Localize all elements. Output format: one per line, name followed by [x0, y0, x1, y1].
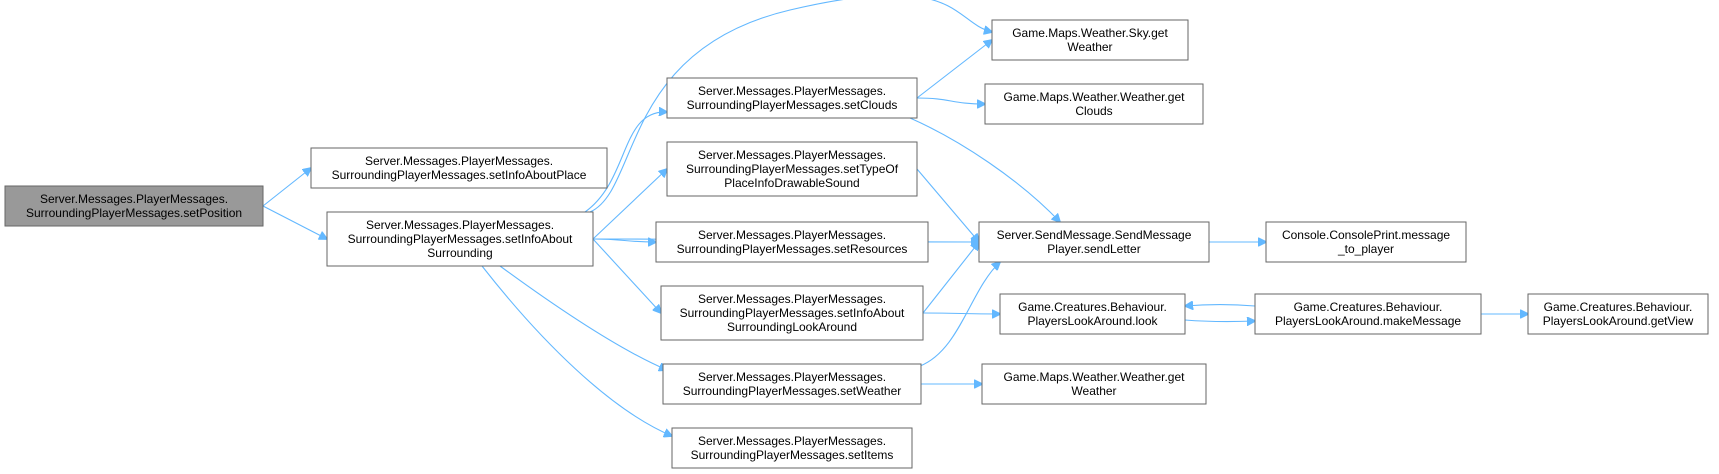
edge-setInfoAboutSurrounding-to-setItems	[481, 265, 672, 436]
node-setResources[interactable]: Server.Messages.PlayerMessages.Surroundi…	[655, 221, 929, 263]
node-label-line: PlayersLookAround.getView	[1543, 314, 1694, 328]
edge-setInfoAboutSurrounding-to-skyGetWeather	[589, 0, 992, 213]
node-label-line: PlayersLookAround.look	[1027, 314, 1158, 328]
node-label-line: Server.Messages.PlayerMessages.	[698, 84, 886, 98]
edge-setClouds-to-skyGetWeather	[916, 40, 992, 99]
node-label-line: Server.Messages.PlayerMessages.	[365, 154, 553, 168]
edges-layer	[262, 0, 1528, 436]
node-label-line: SurroundingPlayerMessages.setResources	[677, 242, 908, 256]
node-label-line: SurroundingPlayerMessages.setPosition	[26, 206, 242, 220]
edge-makeMessage-to-look	[1185, 305, 1256, 307]
edge-setLookAround-to-look	[922, 313, 1000, 314]
node-box	[999, 293, 1186, 335]
edge-setInfoAboutSurrounding-to-setWeather	[499, 265, 667, 370]
node-label-line: Server.Messages.PlayerMessages.	[698, 148, 886, 162]
node-label-line: SurroundingPlayerMessages.setInfoAbout	[348, 232, 573, 246]
node-label-line: SurroundingPlayerMessages.setInfoAbout	[680, 306, 905, 320]
node-box	[655, 221, 929, 263]
edge-setLookAround-to-sendLetter	[922, 242, 979, 314]
node-setItems[interactable]: Server.Messages.PlayerMessages.Surroundi…	[671, 427, 913, 469]
node-label-line: Clouds	[1075, 104, 1112, 118]
node-label-line: PlayersLookAround.makeMessage	[1275, 314, 1461, 328]
node-box	[991, 19, 1189, 61]
node-label-line: Game.Maps.Weather.Weather.get	[1004, 90, 1186, 104]
node-label-line: Game.Maps.Weather.Weather.get	[1004, 370, 1186, 384]
node-setTypeOfPlace[interactable]: Server.Messages.PlayerMessages.Surroundi…	[666, 141, 918, 197]
node-label-line: Server.Messages.PlayerMessages.	[698, 228, 886, 242]
node-getView[interactable]: Game.Creatures.Behaviour.PlayersLookArou…	[1527, 293, 1709, 335]
node-makeMessage[interactable]: Game.Creatures.Behaviour.PlayersLookArou…	[1254, 293, 1482, 335]
node-box	[666, 141, 918, 197]
node-label-line: Server.Messages.PlayerMessages.	[40, 192, 228, 206]
node-label-line: Server.SendMessage.SendMessage	[997, 228, 1192, 242]
edge-setClouds-to-weatherGetClouds	[916, 97, 985, 104]
edge-setInfoAboutSurrounding-to-setClouds	[584, 112, 667, 213]
node-label-line: Weather	[1067, 40, 1112, 54]
node-label-line: Player.sendLetter	[1047, 242, 1140, 256]
node-label-line: Game.Maps.Weather.Sky.get	[1012, 26, 1168, 40]
node-label-line: SurroundingPlayerMessages.setItems	[691, 448, 894, 462]
node-label-line: PlaceInfoDrawableSound	[724, 176, 859, 190]
node-messageToPlayer[interactable]: Console.ConsolePrint.message_to_player	[1265, 221, 1467, 263]
node-box	[984, 83, 1204, 125]
node-look[interactable]: Game.Creatures.Behaviour.PlayersLookArou…	[999, 293, 1186, 335]
node-label-line: Server.Messages.PlayerMessages.	[366, 218, 554, 232]
node-label-line: Console.ConsolePrint.message	[1282, 228, 1450, 242]
node-label-line: Game.Creatures.Behaviour.	[1294, 300, 1443, 314]
edge-setClouds-to-sendLetter	[909, 117, 1060, 222]
edge-setInfoAboutSurrounding-to-setTypeOfPlace	[592, 169, 667, 240]
node-box	[666, 77, 918, 119]
edge-setWeather-to-sendLetter	[919, 262, 1000, 367]
node-setInfoAboutPlace[interactable]: Server.Messages.PlayerMessages.Surroundi…	[310, 147, 608, 189]
node-label-line: Game.Creatures.Behaviour.	[1544, 300, 1693, 314]
node-sendLetter[interactable]: Server.SendMessage.SendMessagePlayer.sen…	[978, 221, 1210, 263]
node-setClouds[interactable]: Server.Messages.PlayerMessages.Surroundi…	[666, 77, 918, 119]
node-box	[1527, 293, 1709, 335]
node-label-line: SurroundingPlayerMessages.setWeather	[683, 384, 902, 398]
node-setLookAround[interactable]: Server.Messages.PlayerMessages.Surroundi…	[660, 285, 924, 341]
edge-setInfoAboutSurrounding-to-setLookAround	[592, 238, 661, 313]
node-box	[326, 211, 594, 267]
node-box	[1254, 293, 1482, 335]
node-label-line: Game.Creatures.Behaviour.	[1018, 300, 1167, 314]
edge-setTypeOfPlace-to-sendLetter	[916, 168, 979, 242]
edge-setPosition-to-setInfoAboutSurrounding	[262, 205, 327, 239]
node-label-line: Surrounding	[427, 246, 492, 260]
edge-setPosition-to-setInfoAboutPlace	[262, 168, 311, 207]
node-label-line: Server.Messages.PlayerMessages.	[698, 292, 886, 306]
node-setWeather[interactable]: Server.Messages.PlayerMessages.Surroundi…	[662, 363, 922, 405]
node-label-line: SurroundingPlayerMessages.setClouds	[687, 98, 898, 112]
edge-look-to-makeMessage	[1184, 320, 1255, 322]
node-label-line: Weather	[1071, 384, 1116, 398]
nodes-layer: Server.Messages.PlayerMessages.Surroundi…	[4, 19, 1709, 469]
node-label-line: Server.Messages.PlayerMessages.	[698, 434, 886, 448]
node-label-line: SurroundingPlayerMessages.setTypeOf	[686, 162, 899, 176]
node-box	[310, 147, 608, 189]
node-setInfoAboutSurrounding[interactable]: Server.Messages.PlayerMessages.Surroundi…	[326, 211, 594, 267]
node-box	[978, 221, 1210, 263]
node-box	[671, 427, 913, 469]
node-box	[660, 285, 924, 341]
node-box	[662, 363, 922, 405]
node-label-line: SurroundingLookAround	[727, 320, 857, 334]
node-setPosition[interactable]: Server.Messages.PlayerMessages.Surroundi…	[4, 185, 264, 227]
node-box	[1265, 221, 1467, 263]
node-box	[4, 185, 264, 227]
node-label-line: _to_player	[1337, 242, 1394, 256]
node-box	[981, 363, 1207, 405]
node-label-line: Server.Messages.PlayerMessages.	[698, 370, 886, 384]
node-label-line: SurroundingPlayerMessages.setInfoAboutPl…	[332, 168, 587, 182]
